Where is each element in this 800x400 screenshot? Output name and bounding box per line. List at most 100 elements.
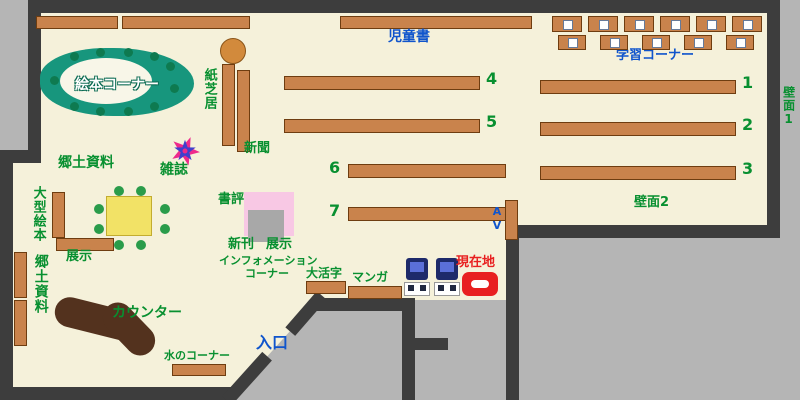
new-books-label: 新刊 bbox=[228, 237, 255, 252]
entrance-label: 入口 bbox=[256, 333, 289, 352]
kamishibai-label: 紙芝居 bbox=[201, 68, 217, 110]
stool-dot bbox=[96, 48, 105, 57]
local-materials-label: 郷土資料 bbox=[58, 155, 114, 171]
chair-dot bbox=[160, 224, 170, 234]
kamishibai-shelf-left bbox=[222, 64, 235, 146]
wall-face-1-label: 壁面1 bbox=[781, 86, 796, 127]
wall-bottom bbox=[0, 387, 232, 400]
bookshelf-top-left-b bbox=[122, 16, 250, 29]
study-corner-label: 学習コーナー bbox=[616, 48, 695, 63]
manga-label: マンガ bbox=[352, 270, 389, 284]
new-books-exhibit-label: 展示 bbox=[266, 237, 293, 252]
stool-dot bbox=[166, 62, 175, 71]
study-desk bbox=[624, 16, 654, 32]
av-label: AV bbox=[490, 205, 504, 233]
bookshelf-row-5 bbox=[284, 119, 480, 133]
stool-dot bbox=[170, 84, 179, 93]
picture-book-corner-rug bbox=[60, 58, 152, 104]
wall-mid-bottom bbox=[314, 298, 406, 311]
current-location-label: 現在地 bbox=[456, 255, 496, 270]
chair-dot bbox=[136, 240, 146, 250]
reading-table bbox=[106, 196, 152, 236]
stool-dot bbox=[150, 52, 159, 61]
picture-book-corner-label: 絵本コーナー bbox=[75, 77, 159, 93]
current-location-icon bbox=[462, 272, 498, 296]
water-corner-shelf bbox=[172, 364, 226, 376]
local-materials-left-label: 郷土資料 bbox=[32, 254, 49, 314]
chair-dot bbox=[94, 224, 104, 234]
magazine-label: 雑誌 bbox=[160, 162, 188, 178]
large-picture-books-label: 大型絵本 bbox=[30, 186, 46, 242]
book-review-label: 書評 bbox=[218, 192, 245, 207]
study-desk bbox=[696, 16, 726, 32]
large-print-label: 大活字 bbox=[306, 266, 343, 280]
chair-dot bbox=[136, 186, 146, 196]
bookshelf-row-6 bbox=[348, 164, 506, 178]
wall-face-2-label: 壁面2 bbox=[634, 195, 670, 210]
chair-dot bbox=[114, 240, 124, 250]
information-label-line1: インフォメーション bbox=[219, 254, 318, 267]
study-desk bbox=[600, 35, 628, 50]
large-print-shelf bbox=[306, 281, 346, 294]
information-desk bbox=[248, 210, 284, 242]
terminal-base bbox=[404, 282, 430, 296]
round-table bbox=[220, 38, 246, 64]
study-desk bbox=[732, 16, 762, 32]
stool-dot bbox=[96, 107, 105, 116]
bookshelf-top-left-a bbox=[36, 16, 118, 29]
local-materials-shelf-b bbox=[14, 300, 27, 346]
wall-left bbox=[0, 150, 13, 400]
wall-top bbox=[28, 0, 780, 13]
terminal-screen-icon bbox=[406, 258, 428, 280]
terminal-base bbox=[434, 282, 460, 296]
study-desk bbox=[660, 16, 690, 32]
wall-inner-right bbox=[506, 238, 519, 400]
stool-dot bbox=[70, 52, 79, 61]
shelf-number-1: 1 bbox=[742, 73, 754, 92]
study-desk bbox=[558, 35, 586, 50]
bookshelf-row-1 bbox=[540, 80, 736, 94]
shelf-number-4: 4 bbox=[486, 69, 498, 88]
bookshelf-row-4 bbox=[284, 76, 480, 90]
wall-below-wallface2 bbox=[506, 225, 780, 238]
children-books-label: 児童書 bbox=[388, 29, 430, 45]
counter-label: カウンター bbox=[112, 305, 182, 321]
bookshelf-row-2 bbox=[540, 122, 736, 136]
water-corner-label: 水のコーナー bbox=[164, 349, 230, 362]
wall-right bbox=[767, 0, 780, 238]
kamishibai-shelf-right bbox=[237, 70, 250, 152]
stool-dot bbox=[70, 102, 79, 111]
bookshelf-children-top bbox=[340, 16, 532, 29]
terminal-screen-icon bbox=[436, 258, 458, 280]
exhibit-shelf bbox=[56, 238, 114, 251]
bookshelf-row-7 bbox=[348, 207, 506, 221]
stool-dot bbox=[50, 76, 59, 85]
stool-dot bbox=[124, 107, 133, 116]
shelf-number-6: 6 bbox=[329, 158, 341, 177]
stool-dot bbox=[124, 48, 133, 57]
chair-dot bbox=[114, 186, 124, 196]
wall-left-upper bbox=[28, 0, 41, 163]
shelf-number-5: 5 bbox=[486, 112, 498, 131]
exhibit-label: 展示 bbox=[66, 249, 93, 264]
study-desk bbox=[684, 35, 712, 50]
bookshelf-row-3 bbox=[540, 166, 736, 180]
chair-dot bbox=[160, 204, 170, 214]
study-desk bbox=[552, 16, 582, 32]
newspaper-label: 新聞 bbox=[244, 141, 271, 156]
information-label-line2: コーナー bbox=[245, 267, 289, 280]
stool-dot bbox=[150, 102, 159, 111]
local-materials-shelf-a bbox=[14, 252, 27, 298]
study-desk bbox=[588, 16, 618, 32]
opac-terminal bbox=[404, 258, 430, 296]
large-picture-book-shelf bbox=[52, 192, 65, 238]
manga-shelf bbox=[348, 286, 402, 299]
chair-dot bbox=[94, 204, 104, 214]
magazine-star-icon bbox=[172, 137, 200, 166]
study-desk bbox=[726, 35, 754, 50]
wall-vestibule-stub bbox=[402, 338, 448, 350]
opac-terminal bbox=[434, 258, 460, 296]
shelf-number-7: 7 bbox=[329, 201, 341, 220]
shelf-number-3: 3 bbox=[742, 159, 754, 178]
